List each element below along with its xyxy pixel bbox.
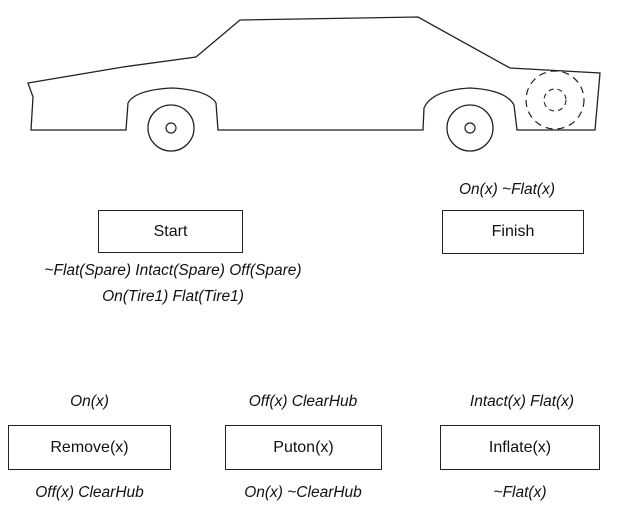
puton-preconditions: Off(x) ClearHub	[248, 393, 358, 410]
car-illustration	[27, 16, 601, 152]
puton-box: Puton(x)	[225, 425, 382, 470]
car-body-outline	[27, 16, 601, 131]
remove-preconditions: On(x)	[70, 393, 109, 410]
inflate-effects: ~Flat(x)	[493, 484, 547, 501]
inflate-label: Inflate(x)	[488, 438, 552, 456]
remove-box: Remove(x)	[8, 425, 171, 470]
puton-effects: On(x) ~ClearHub	[244, 484, 362, 501]
finish-preconditions: On(x) ~Flat(x)	[458, 181, 556, 198]
start-box: Start	[98, 210, 243, 253]
inflate-box: Inflate(x)	[440, 425, 600, 470]
remove-label: Remove(x)	[50, 438, 129, 456]
start-effects-line1: ~Flat(Spare) Intact(Spare) Off(Spare)	[44, 262, 302, 279]
rear-wheel	[446, 104, 494, 152]
spare-tire-outline	[525, 70, 585, 130]
puton-label: Puton(x)	[273, 438, 334, 456]
finish-label: Finish	[491, 223, 535, 240]
inflate-preconditions: Intact(x) Flat(x)	[469, 393, 575, 410]
start-label: Start	[153, 222, 188, 240]
start-effects-line2: On(Tire1) Flat(Tire1)	[102, 288, 244, 305]
finish-box: Finish	[442, 210, 584, 254]
front-wheel	[147, 104, 195, 152]
remove-effects: Off(x) ClearHub	[35, 484, 144, 501]
